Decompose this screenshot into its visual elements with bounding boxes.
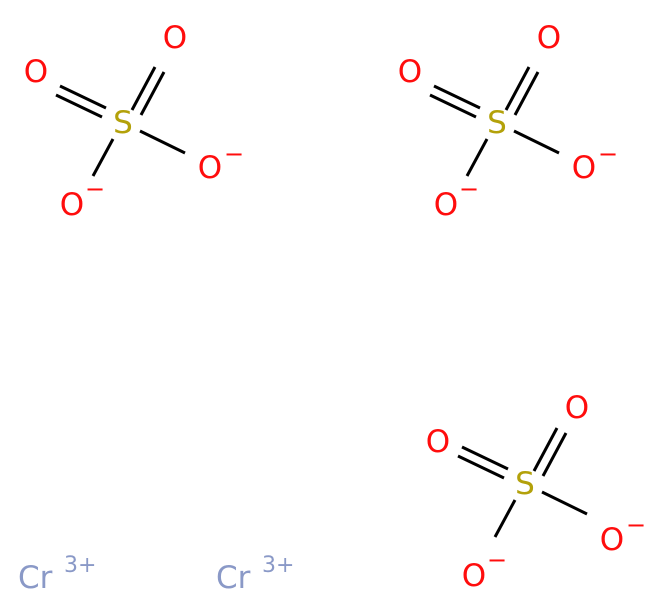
sulfate-3-oxygen-bottom-label: O <box>462 558 486 594</box>
sulfate-1-oxygen-bottom-label: O <box>60 187 84 223</box>
sulfate-1-oxygen-right-charge: − <box>224 140 244 168</box>
sulfate-3-bonds <box>457 427 588 538</box>
sulfate-2-oxygen-left-label: O <box>398 54 422 90</box>
chromium-ion-2: Cr 3+ <box>216 553 294 596</box>
chromium-ion-1: Cr 3+ <box>18 553 96 596</box>
sulfate-2-oxygen-right-charge: − <box>598 140 618 168</box>
sulfate-group-1: S O O O − O − <box>24 20 244 223</box>
sulfate-3-oxygen-top-label: O <box>565 390 589 426</box>
sulfate-2-oxygen-right-label: O <box>572 150 596 186</box>
chromium-2-charge: 3+ <box>262 553 294 578</box>
sulfate-1-oxygen-bottom-charge: − <box>85 175 105 203</box>
sulfate-group-2: S O O O − O − <box>398 20 618 223</box>
sulfate-2-oxygen-top-label: O <box>537 20 561 56</box>
sulfate-3-oxygen-bottom-charge: − <box>487 546 507 574</box>
sulfate-3-oxygen-right-label: O <box>600 522 624 558</box>
sulfate-2-oxygen-bottom-charge: − <box>459 175 479 203</box>
sulfate-2-sulfur-label: S <box>487 105 507 141</box>
chromium-1-charge: 3+ <box>64 553 96 578</box>
sulfate-1-bonds <box>55 66 186 177</box>
chromium-1-label: Cr <box>18 560 53 596</box>
sulfate-3-oxygen-left-label: O <box>426 424 450 460</box>
chromium-2-label: Cr <box>216 560 251 596</box>
sulfate-2-bonds <box>429 66 560 177</box>
sulfate-group-3: S O O O − O − <box>426 390 646 594</box>
sulfate-1-oxygen-top-label: O <box>163 20 187 56</box>
sulfate-3-sulfur-label: S <box>515 466 535 502</box>
sulfate-2-oxygen-bottom-label: O <box>434 187 458 223</box>
sulfate-1-oxygen-right-label: O <box>198 150 222 186</box>
sulfate-1-oxygen-left-label: O <box>24 54 48 90</box>
sulfate-3-oxygen-right-charge: − <box>626 511 646 539</box>
sulfate-1-sulfur-label: S <box>113 105 133 141</box>
